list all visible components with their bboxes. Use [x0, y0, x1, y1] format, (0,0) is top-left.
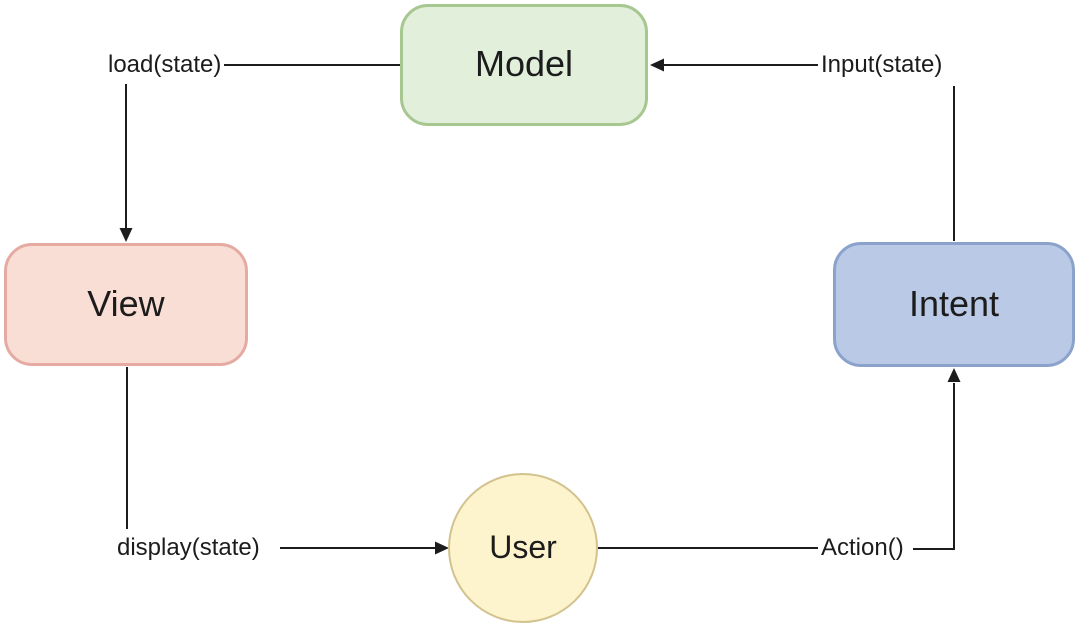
edge-label-input: Input(state) [821, 51, 943, 80]
arrowhead-into-view-icon [119, 228, 133, 242]
arrowhead-into-model-icon [650, 58, 664, 72]
node-user-label: User [489, 528, 557, 565]
node-model: Model [400, 4, 648, 126]
edge-action-corner-line [913, 383, 955, 550]
edge-label-action: Action() [821, 534, 904, 563]
arrowhead-into-user-icon [435, 541, 449, 555]
node-intent: Intent [833, 242, 1075, 367]
arrowhead-into-intent-icon [947, 368, 961, 382]
edge-label-load: load(state) [108, 51, 222, 80]
edge-label-display: display(state) [117, 534, 260, 563]
node-view-label: View [87, 282, 165, 324]
node-view: View [4, 243, 248, 366]
node-intent-label: Intent [908, 282, 1000, 324]
node-user: User [448, 473, 598, 623]
node-model-label: Model [474, 43, 574, 84]
